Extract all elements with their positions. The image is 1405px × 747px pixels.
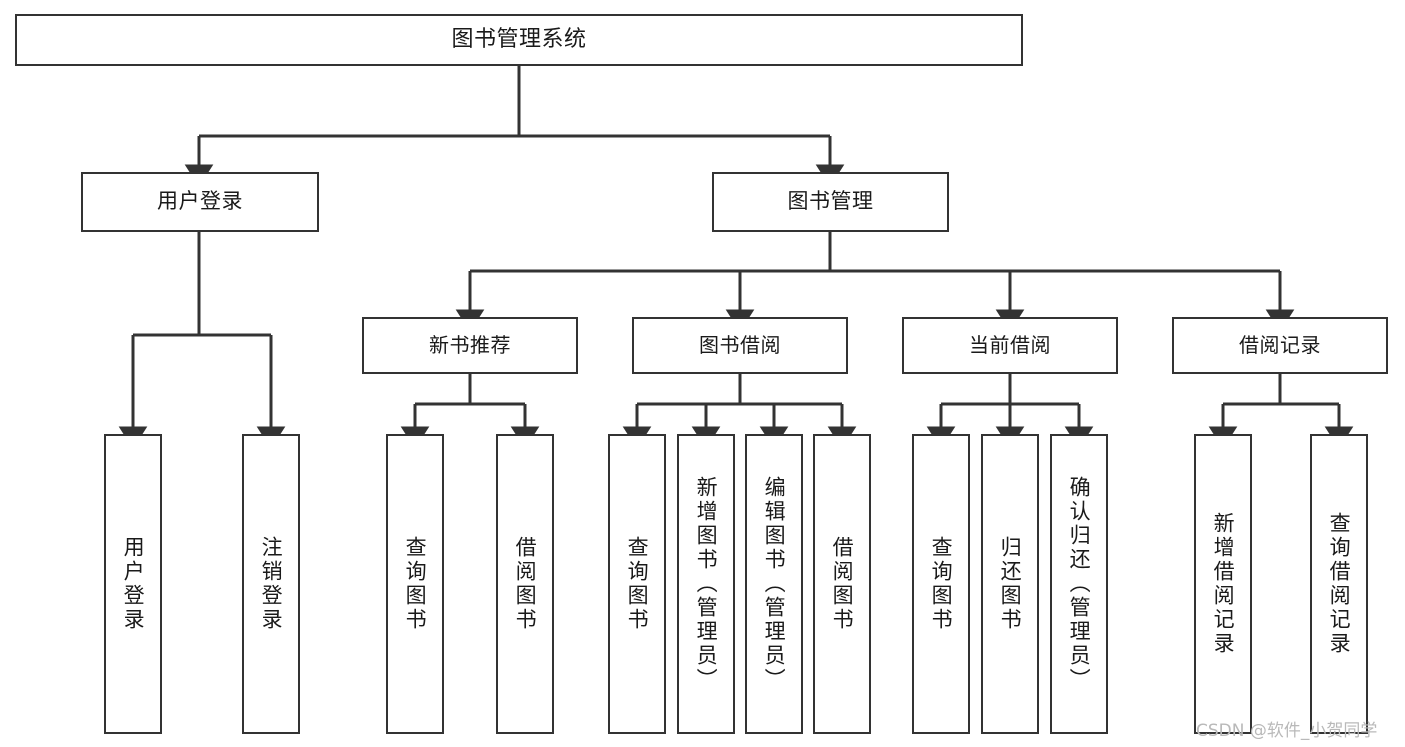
node-book-manage[interactable]: 图书管理	[712, 172, 949, 232]
node-user-login-label: 用户登录	[157, 189, 243, 214]
node-leaf-logout[interactable]: 注销登录	[242, 434, 300, 734]
node-leaf-confirm-return[interactable]: 确认归还（管理员）	[1050, 434, 1108, 734]
node-leaf-borrow-book-1[interactable]: 借阅图书	[496, 434, 554, 734]
node-leaf-add-book[interactable]: 新增图书（管理员）	[677, 434, 735, 734]
node-leaf-confirm-return-label: 确认归还（管理员）	[1067, 476, 1092, 692]
node-current-borrow-label: 当前借阅	[969, 333, 1051, 358]
node-user-login[interactable]: 用户登录	[81, 172, 319, 232]
node-leaf-query-book-3-label: 查询图书	[929, 536, 954, 632]
node-leaf-user-login-label: 用户登录	[121, 536, 146, 632]
node-borrow-record[interactable]: 借阅记录	[1172, 317, 1388, 374]
node-book-borrow[interactable]: 图书借阅	[632, 317, 848, 374]
node-borrow-record-label: 借阅记录	[1239, 333, 1321, 358]
csdn-watermark: CSDN @软件_小贺同学	[1196, 721, 1378, 741]
node-leaf-add-record[interactable]: 新增借阅记录	[1194, 434, 1252, 734]
node-leaf-query-book-1[interactable]: 查询图书	[386, 434, 444, 734]
node-current-borrow[interactable]: 当前借阅	[902, 317, 1118, 374]
node-leaf-query-record-label: 查询借阅记录	[1327, 512, 1352, 656]
node-leaf-query-book-1-label: 查询图书	[403, 536, 428, 632]
node-leaf-borrow-book-1-label: 借阅图书	[513, 536, 538, 632]
node-leaf-logout-label: 注销登录	[259, 536, 284, 632]
node-root-label: 图书管理系统	[451, 26, 587, 52]
node-leaf-return-book[interactable]: 归还图书	[981, 434, 1039, 734]
node-leaf-edit-book-label: 编辑图书（管理员）	[762, 476, 787, 692]
node-leaf-borrow-book-2-label: 借阅图书	[830, 536, 855, 632]
node-book-manage-label: 图书管理	[787, 189, 874, 214]
node-leaf-query-record[interactable]: 查询借阅记录	[1310, 434, 1368, 734]
node-book-borrow-label: 图书借阅	[699, 333, 781, 358]
node-leaf-query-book-3[interactable]: 查询图书	[912, 434, 970, 734]
node-leaf-edit-book[interactable]: 编辑图书（管理员）	[745, 434, 803, 734]
node-new-book-recommend-label: 新书推荐	[429, 333, 511, 358]
node-new-book-recommend[interactable]: 新书推荐	[362, 317, 578, 374]
node-leaf-query-book-2[interactable]: 查询图书	[608, 434, 666, 734]
node-leaf-add-record-label: 新增借阅记录	[1211, 512, 1236, 656]
node-leaf-return-book-label: 归还图书	[998, 536, 1023, 632]
node-leaf-borrow-book-2[interactable]: 借阅图书	[813, 434, 871, 734]
node-root[interactable]: 图书管理系统	[15, 14, 1023, 66]
node-leaf-user-login[interactable]: 用户登录	[104, 434, 162, 734]
node-leaf-add-book-label: 新增图书（管理员）	[694, 476, 719, 692]
node-leaf-query-book-2-label: 查询图书	[625, 536, 650, 632]
